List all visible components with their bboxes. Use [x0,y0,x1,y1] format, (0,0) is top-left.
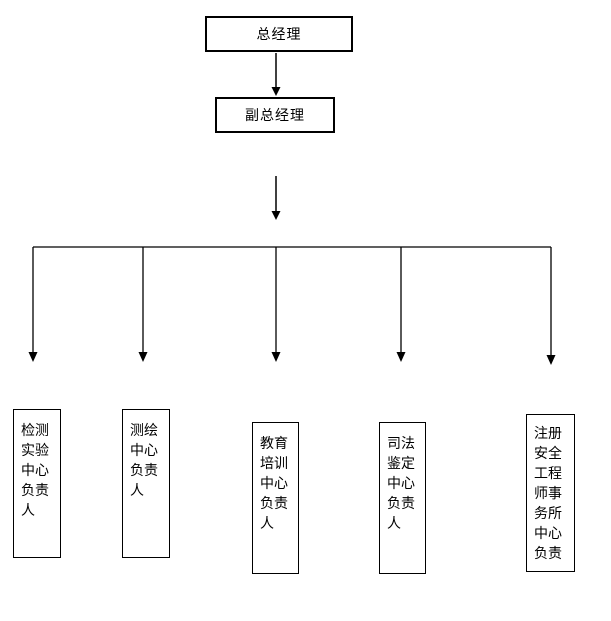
node-dept-judicial-appraisal-center: 司法 鉴定 中心 负责 人 [379,422,426,574]
arrow-rail-to-dept-3 [271,247,281,362]
node-dept-testing-lab-center: 检测 实验 中心 负责 人 [13,409,61,558]
node-deputy-general-manager: 副总经理 [215,97,335,133]
arrow-gm-to-dgm [271,53,281,96]
node-dept-surveying-center: 测绘 中心 负责 人 [122,409,170,558]
arrow-dgm-to-rail [271,176,281,220]
node-dept-registered-safety-engineer-office-center: 注册 安全 工程 师事 务所 中心 负责 [526,414,575,572]
node-general-manager-label: 总经理 [256,26,302,42]
arrow-rail-to-dept-2 [138,247,148,362]
arrow-rail-to-dept-5 [546,247,556,365]
node-general-manager: 总经理 [205,16,353,52]
node-deputy-general-manager-label: 副总经理 [245,107,305,123]
node-dept-education-training-center: 教育 培训 中心 负责 人 [252,422,299,574]
arrow-rail-to-dept-1 [28,247,38,362]
arrow-rail-to-dept-4 [396,247,406,362]
